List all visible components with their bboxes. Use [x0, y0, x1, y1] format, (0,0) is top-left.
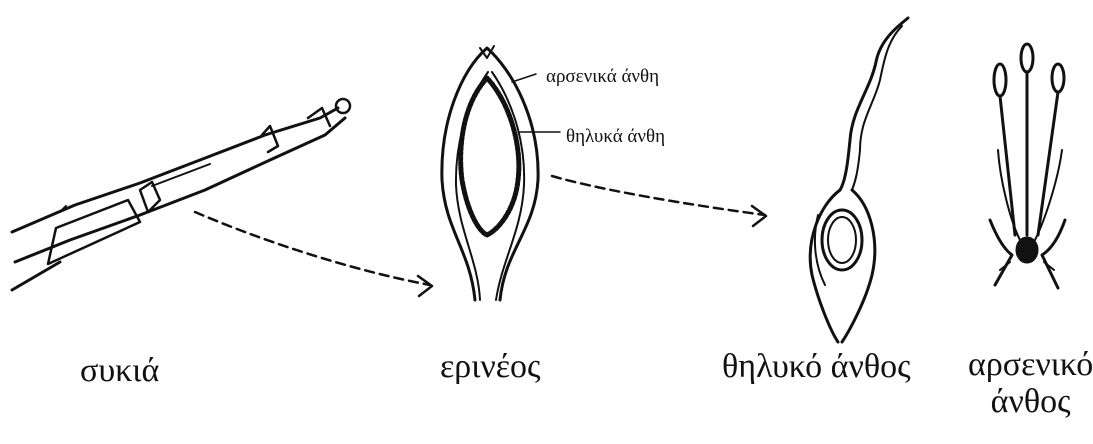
fig-branch-drawing — [12, 99, 350, 290]
caption-caprifig: ερινέος — [440, 348, 541, 385]
callout-female-flowers: θηλυκά άνθη — [566, 126, 665, 148]
callout-male-flowers: αρσενικά άνθη — [546, 66, 659, 88]
caption-female-flower: θηλυκό άνθος — [722, 348, 911, 385]
caption-fig-tree: συκιά — [80, 352, 159, 389]
arrow-fig-to-caprifig — [195, 212, 432, 296]
female-flower-drawing — [810, 18, 908, 342]
male-flower-drawing — [990, 44, 1065, 288]
caption-male-flower-line2: άνθος — [968, 383, 1093, 420]
arrow-caprifig-to-female — [552, 176, 766, 226]
caprifig-drawing — [442, 46, 560, 300]
caption-male-flower: αρσενικό άνθος — [968, 346, 1093, 421]
caption-male-flower-line1: αρσενικό — [968, 346, 1093, 383]
